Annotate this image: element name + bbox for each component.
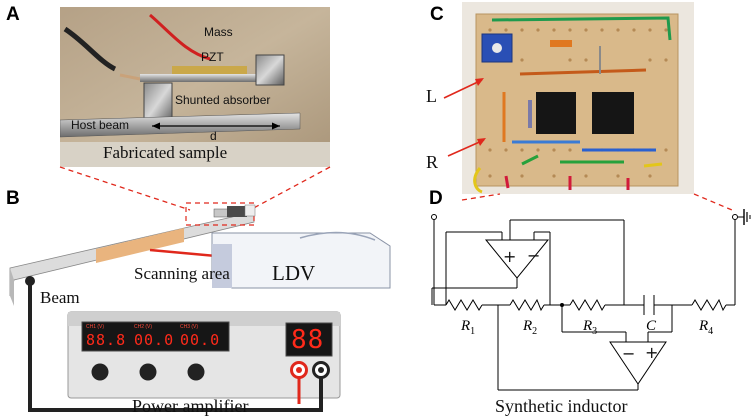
scanning-area-label: Scanning area xyxy=(134,264,230,283)
panel-b-letter: B xyxy=(6,188,20,209)
synthetic-inductor-caption: Synthetic inductor xyxy=(495,396,628,416)
opamp2-minus: − xyxy=(622,344,636,363)
r-label: R xyxy=(426,152,439,172)
ch1-display: 88.8 xyxy=(86,331,127,349)
r2-label: R2 xyxy=(523,318,538,337)
beam-label: Beam xyxy=(40,288,80,307)
fabricated-sample-caption: Fabricated sample xyxy=(103,143,228,162)
panel-c-letter: C xyxy=(430,4,444,25)
synthetic-inductor-schematic xyxy=(431,193,751,391)
panel-d-letter: D xyxy=(429,188,443,209)
power-amplifier-caption: Power amplifier xyxy=(132,396,249,416)
ch2-display: 00.0 xyxy=(134,331,175,349)
circuit-board-photo xyxy=(443,2,694,194)
opamp2-plus: + xyxy=(645,343,659,362)
big-display: 88 xyxy=(291,325,325,355)
ch3-label: CH3 (V) xyxy=(180,324,199,330)
r1-label: R1 xyxy=(461,318,476,337)
r4-label: R4 xyxy=(699,318,714,337)
sample-photo xyxy=(60,7,330,167)
absorber-label: Shunted absorber xyxy=(175,93,271,107)
opamp1-minus: − xyxy=(527,246,541,265)
l-label: L xyxy=(426,86,437,106)
panel-a-letter: A xyxy=(6,4,20,25)
ch2-label: CH2 (V) xyxy=(134,324,153,330)
c-label: C xyxy=(646,318,657,334)
pzt-label: PZT xyxy=(201,50,224,64)
ch3-display: 00.0 xyxy=(180,331,221,349)
opamp1-plus: + xyxy=(503,247,517,266)
mass-label: Mass xyxy=(204,25,233,39)
host-beam-label: Host beam xyxy=(71,118,130,132)
d-label: d xyxy=(210,129,217,143)
ldv-label: LDV xyxy=(272,261,316,285)
ch1-label: CH1 (V) xyxy=(86,324,105,330)
r3-label: R3 xyxy=(583,318,598,337)
setup-drawing xyxy=(9,166,391,412)
